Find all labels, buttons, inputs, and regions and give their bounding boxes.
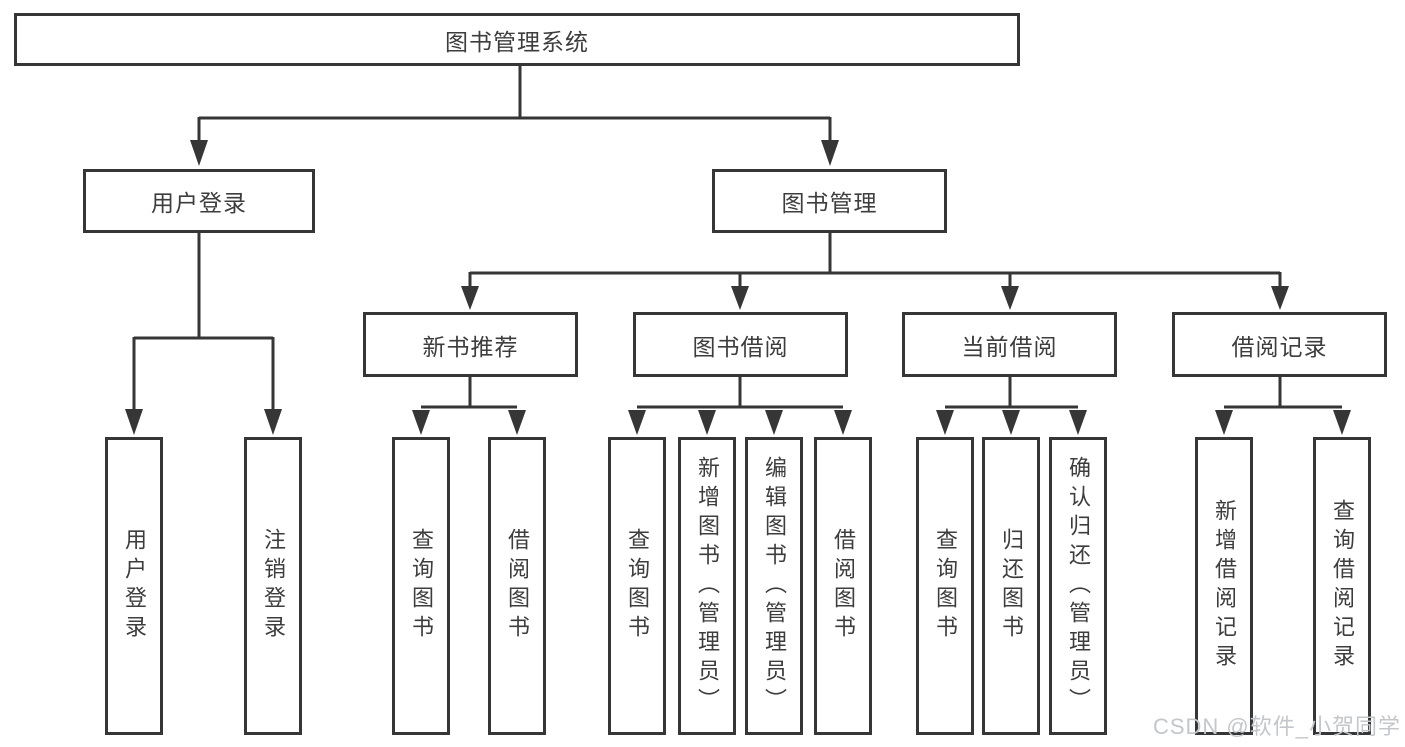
leaf-return-books: 归还图书 [982,437,1040,735]
node-label: 图书管理系统 [445,28,589,55]
leaf-label: 查询图书 [933,528,958,644]
leaf-borrow-books: 借阅图书 [814,437,872,735]
node-label: 新书推荐 [422,333,519,360]
leaf-label: 查询图书 [409,528,434,644]
leaf-add-borrow-record: 新增借阅记录 [1195,437,1253,735]
node-new-book-recommendation: 新书推荐 [363,312,578,377]
node-current-borrowing: 当前借阅 [902,312,1117,377]
node-borrowing-records: 借阅记录 [1172,312,1387,377]
node-label: 用户登录 [151,190,247,216]
node-label: 图书管理 [781,190,878,216]
csdn-watermark: CSDN @软件_小贺同学 [1152,714,1401,739]
leaf-query-books-recommend: 查询图书 [392,437,450,735]
node-label: 图书借阅 [692,333,789,360]
leaf-label: 借阅图书 [505,528,530,644]
leaf-add-books-admin: 新增图书（管理员） [678,437,736,735]
leaf-label: 编辑图书（管理员） [762,455,787,717]
leaf-label: 注销登录 [261,528,286,644]
node-library-management-system: 图书管理系统 [14,13,1020,66]
leaf-borrow-books-recommend: 借阅图书 [488,437,546,735]
leaf-confirm-return-admin: 确认归还（管理员） [1049,437,1107,735]
leaf-query-borrow-record: 查询借阅记录 [1313,437,1371,735]
leaf-label: 确认归还（管理员） [1066,455,1091,717]
leaf-label: 查询图书 [625,528,650,644]
leaf-label: 新增图书（管理员） [695,455,720,717]
node-label: 当前借阅 [961,333,1058,360]
leaf-query-books-current: 查询图书 [916,437,974,735]
leaf-logout: 注销登录 [244,437,302,735]
leaf-edit-books-admin: 编辑图书（管理员） [745,437,803,735]
node-label: 借阅记录 [1231,333,1328,360]
leaf-label: 用户登录 [122,528,147,644]
node-user-login: 用户登录 [83,169,315,233]
leaf-label: 查询借阅记录 [1330,499,1355,673]
node-book-management: 图书管理 [712,169,947,233]
node-book-borrowing: 图书借阅 [633,312,848,377]
leaf-user-login: 用户登录 [105,437,163,735]
leaf-label: 借阅图书 [831,528,856,644]
leaf-label: 新增借阅记录 [1212,499,1237,673]
leaf-label: 归还图书 [999,528,1024,644]
leaf-query-books-borrowing: 查询图书 [608,437,666,735]
